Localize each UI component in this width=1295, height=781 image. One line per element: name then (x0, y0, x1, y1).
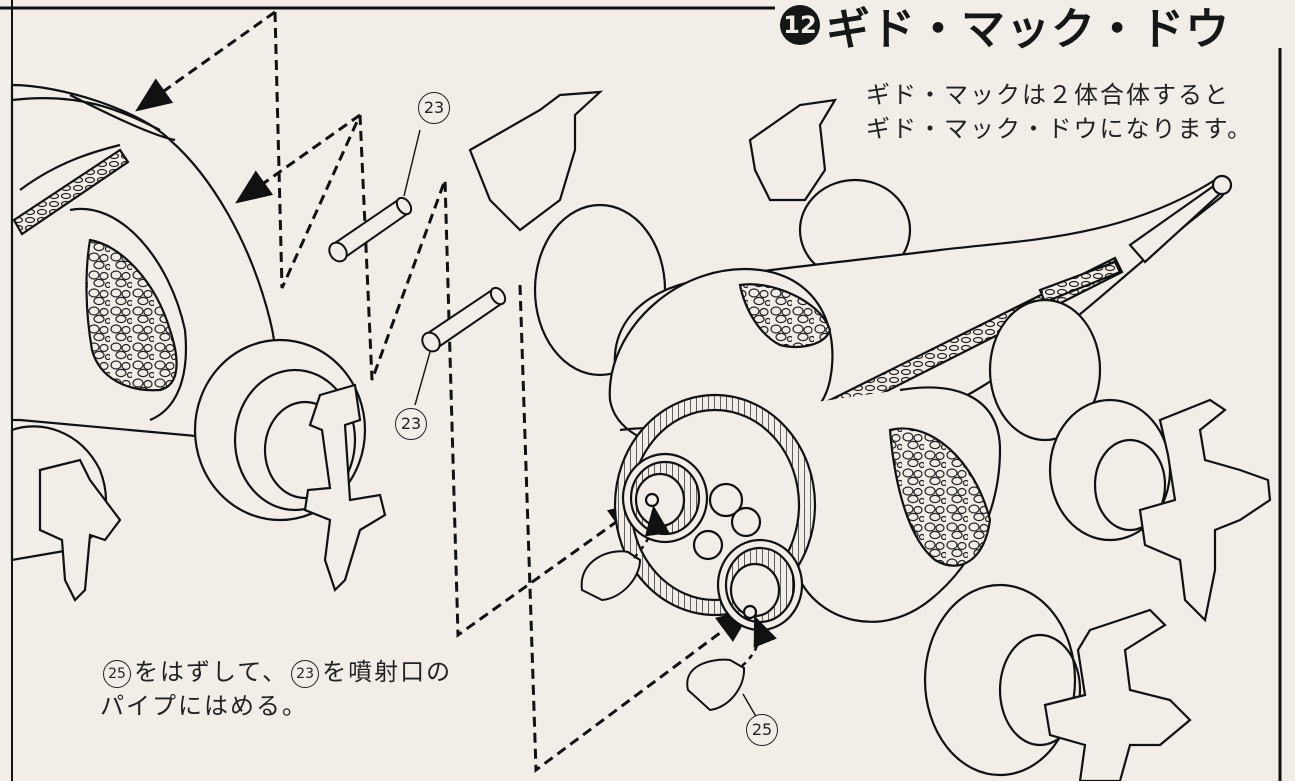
left-unit (10, 83, 387, 602)
part-ref-23: 23 (291, 660, 320, 688)
part-callout-25: 25 (746, 714, 778, 746)
cap-parts (580, 550, 746, 712)
part-callout-23-upper: 23 (418, 92, 450, 124)
right-unit (468, 90, 1272, 781)
combine-note: ギド・マックは２体合体すると ギド・マック・ドウになります。 (866, 78, 1253, 146)
step-number-badge: 12 (780, 5, 820, 45)
pin-parts (328, 129, 507, 406)
part-ref-25: 25 (103, 660, 131, 688)
combine-note-line1: ギド・マックは２体合体すると (866, 81, 1230, 109)
instruction-text-1: をはずして、 (134, 658, 289, 686)
step-title: ギド・マック・ドウ (826, 4, 1231, 55)
step-heading: 12 ギド・マック・ドウ (780, 0, 1230, 55)
assembly-instruction-line2: パイプにはめる。 (100, 692, 308, 720)
instruction-text-2: を噴射口の (322, 658, 453, 686)
combine-note-line2: ギド・マック・ドウになります。 (866, 115, 1254, 143)
part-callout-23-lower: 23 (395, 408, 427, 440)
guide-lines-left (135, 10, 753, 773)
